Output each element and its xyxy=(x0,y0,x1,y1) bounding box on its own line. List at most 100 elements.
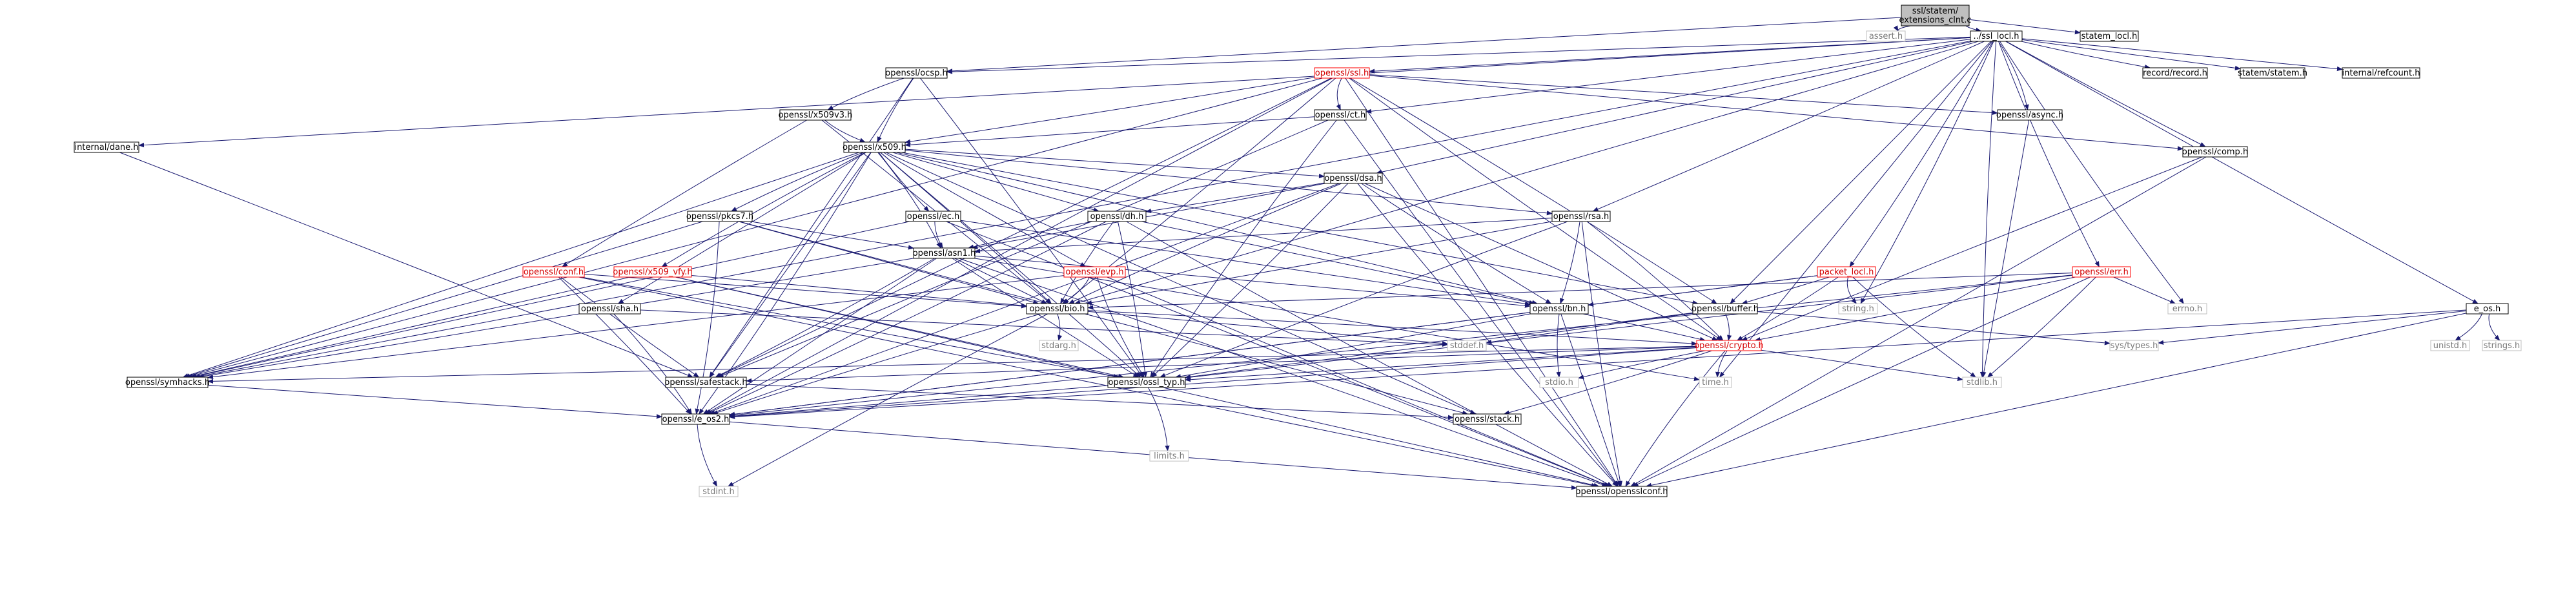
node-asn1[interactable]: openssl/asn1.h xyxy=(913,247,976,259)
node-e_os2[interactable]: openssl/e_os2.h xyxy=(661,413,730,425)
node-box-bio[interactable] xyxy=(1026,303,1089,315)
node-ec[interactable]: openssl/ec.h xyxy=(905,211,961,222)
node-box-stdio xyxy=(1539,377,1579,388)
node-safestack[interactable]: openssl/safestack.h xyxy=(664,377,748,388)
node-box-ec[interactable] xyxy=(905,211,961,222)
node-box-opensslconf[interactable] xyxy=(1576,486,1668,497)
edge-crypto-to-e_os2 xyxy=(729,347,1697,419)
node-box-statem_h[interactable] xyxy=(2240,67,2305,79)
node-label-bio: openssl/bio.h xyxy=(1030,304,1085,314)
edge-crypto-to-opensslconf xyxy=(1625,350,1726,487)
node-dsa[interactable]: openssl/dsa.h xyxy=(1324,172,1383,184)
node-box-symhacks[interactable] xyxy=(127,377,209,388)
node-refcount[interactable]: internal/refcount.h xyxy=(2342,67,2420,79)
node-symhacks[interactable]: openssl/symhacks.h xyxy=(125,377,210,388)
node-packet_locl[interactable]: packet_locl.h xyxy=(1817,266,1876,278)
node-ocsp[interactable]: openssl/ocsp.h xyxy=(885,67,948,79)
edge-ec-to-symhacks xyxy=(190,221,910,378)
node-box-stddef xyxy=(1447,340,1487,351)
node-box-e_os[interactable] xyxy=(2466,303,2509,315)
node-box-ssl_locl[interactable] xyxy=(1970,30,2023,42)
edge-x509v3-to-x509 xyxy=(824,119,866,143)
node-pkcs7[interactable]: openssl/pkcs7.h xyxy=(686,211,753,222)
node-stack[interactable]: openssl/stack.h xyxy=(1453,413,1522,425)
node-box-x509_vfy[interactable] xyxy=(613,266,692,278)
node-ssl_locl[interactable]: ../ssl_locl.h xyxy=(1970,30,2023,42)
node-box-conf[interactable] xyxy=(522,266,585,278)
node-statem_locl[interactable]: statem_locl.h xyxy=(2080,30,2139,42)
node-label-async: openssl/async.h xyxy=(1996,110,2063,120)
node-box-ct[interactable] xyxy=(1314,109,1367,121)
node-sha[interactable]: openssl/sha.h xyxy=(578,303,641,315)
edge-dsa-to-asn1 xyxy=(972,183,1325,250)
node-buffer[interactable]: openssl/buffer.h xyxy=(1692,303,1759,315)
node-box-ossl_typ[interactable] xyxy=(1107,377,1186,388)
node-box-x509[interactable] xyxy=(843,141,906,153)
node-box-bn[interactable] xyxy=(1529,303,1589,315)
node-box-statem_locl[interactable] xyxy=(2080,30,2139,42)
node-ssl[interactable]: openssl/ssl.h xyxy=(1314,67,1370,79)
node-box-dh[interactable] xyxy=(1087,211,1147,222)
node-box-stdlib xyxy=(1962,377,2002,388)
edge-root-to-assert xyxy=(1893,25,1911,32)
node-box-time xyxy=(1699,377,1732,388)
edge-ssl-to-opensslconf xyxy=(1345,78,1619,487)
node-x509v3[interactable]: openssl/x509v3.h xyxy=(779,109,853,121)
node-box-ocsp[interactable] xyxy=(885,67,948,79)
node-box-safestack[interactable] xyxy=(665,377,747,388)
node-rsa[interactable]: openssl/rsa.h xyxy=(1551,211,1611,222)
node-bn[interactable]: openssl/bn.h xyxy=(1529,303,1589,315)
edge-dh-to-bio xyxy=(1060,221,1114,304)
node-label-ssl_locl: ../ssl_locl.h xyxy=(1974,32,2019,41)
edge-ssl_locl-to-rsa xyxy=(1592,41,1985,212)
node-label-ocsp: openssl/ocsp.h xyxy=(885,68,947,78)
node-label-strings: strings.h xyxy=(2484,341,2520,351)
node-dane[interactable]: internal/dane.h xyxy=(74,141,139,153)
node-err[interactable]: openssl/err.h xyxy=(2072,266,2131,278)
node-record[interactable]: record/record.h xyxy=(2142,67,2208,79)
node-box-e_os2[interactable] xyxy=(661,413,730,425)
node-box-asn1[interactable] xyxy=(913,247,976,259)
node-bio[interactable]: openssl/bio.h xyxy=(1026,303,1089,315)
node-box-buffer[interactable] xyxy=(1692,303,1758,315)
node-e_os[interactable]: e_os.h xyxy=(2466,303,2509,315)
node-x509_vfy[interactable]: openssl/x509_vfy.h xyxy=(613,266,693,278)
node-box-rsa[interactable] xyxy=(1551,211,1611,222)
node-crypto[interactable]: openssl/crypto.h xyxy=(1694,340,1764,351)
node-dh[interactable]: openssl/dh.h xyxy=(1087,211,1147,222)
edge-rsa-to-bn xyxy=(1560,221,1580,304)
edge-x509-to-rsa xyxy=(905,150,1553,216)
node-box-refcount[interactable] xyxy=(2342,67,2420,79)
node-box-dsa[interactable] xyxy=(1324,172,1383,184)
node-box-comp[interactable] xyxy=(2182,146,2248,158)
node-statem_h[interactable]: statem/statem.h xyxy=(2238,67,2307,79)
node-evp[interactable]: openssl/evp.h xyxy=(1063,266,1126,278)
node-box-x509v3[interactable] xyxy=(779,109,852,121)
edge-x509-to-sha xyxy=(617,152,866,304)
node-box-async[interactable] xyxy=(1997,109,2063,121)
node-box-packet_locl[interactable] xyxy=(1817,266,1876,278)
node-ct[interactable]: openssl/ct.h xyxy=(1314,109,1367,121)
node-conf[interactable]: openssl/conf.h xyxy=(522,266,585,278)
node-box-record[interactable] xyxy=(2142,67,2208,79)
node-comp[interactable]: openssl/comp.h xyxy=(2182,146,2248,158)
node-opensslconf[interactable]: openssl/opensslconf.h xyxy=(1576,486,1668,497)
node-box-crypto[interactable] xyxy=(1696,340,1762,351)
node-box-err[interactable] xyxy=(2072,266,2131,278)
node-label-errno: errno.h xyxy=(2172,304,2203,314)
node-assert: assert.h xyxy=(1866,30,1906,42)
node-box-ssl[interactable] xyxy=(1314,67,1370,79)
node-box-pkcs7[interactable] xyxy=(687,211,753,222)
edge-evp-to-bio xyxy=(1061,276,1090,304)
edge-dsa-to-bio xyxy=(1068,183,1342,304)
node-ossl_typ[interactable]: openssl/ossl_typ.h xyxy=(1107,377,1186,388)
node-label-asn1: openssl/asn1.h xyxy=(913,249,976,258)
node-label-packet_locl: packet_locl.h xyxy=(1819,267,1874,277)
edge-ct-to-opensslconf xyxy=(1344,119,1619,487)
node-async[interactable]: openssl/async.h xyxy=(1996,109,2063,121)
node-box-dane[interactable] xyxy=(74,141,139,153)
node-box-sha[interactable] xyxy=(578,303,641,315)
node-box-stack[interactable] xyxy=(1453,413,1522,425)
node-x509[interactable]: openssl/x509.h xyxy=(843,141,906,153)
node-box-evp[interactable] xyxy=(1063,266,1126,278)
